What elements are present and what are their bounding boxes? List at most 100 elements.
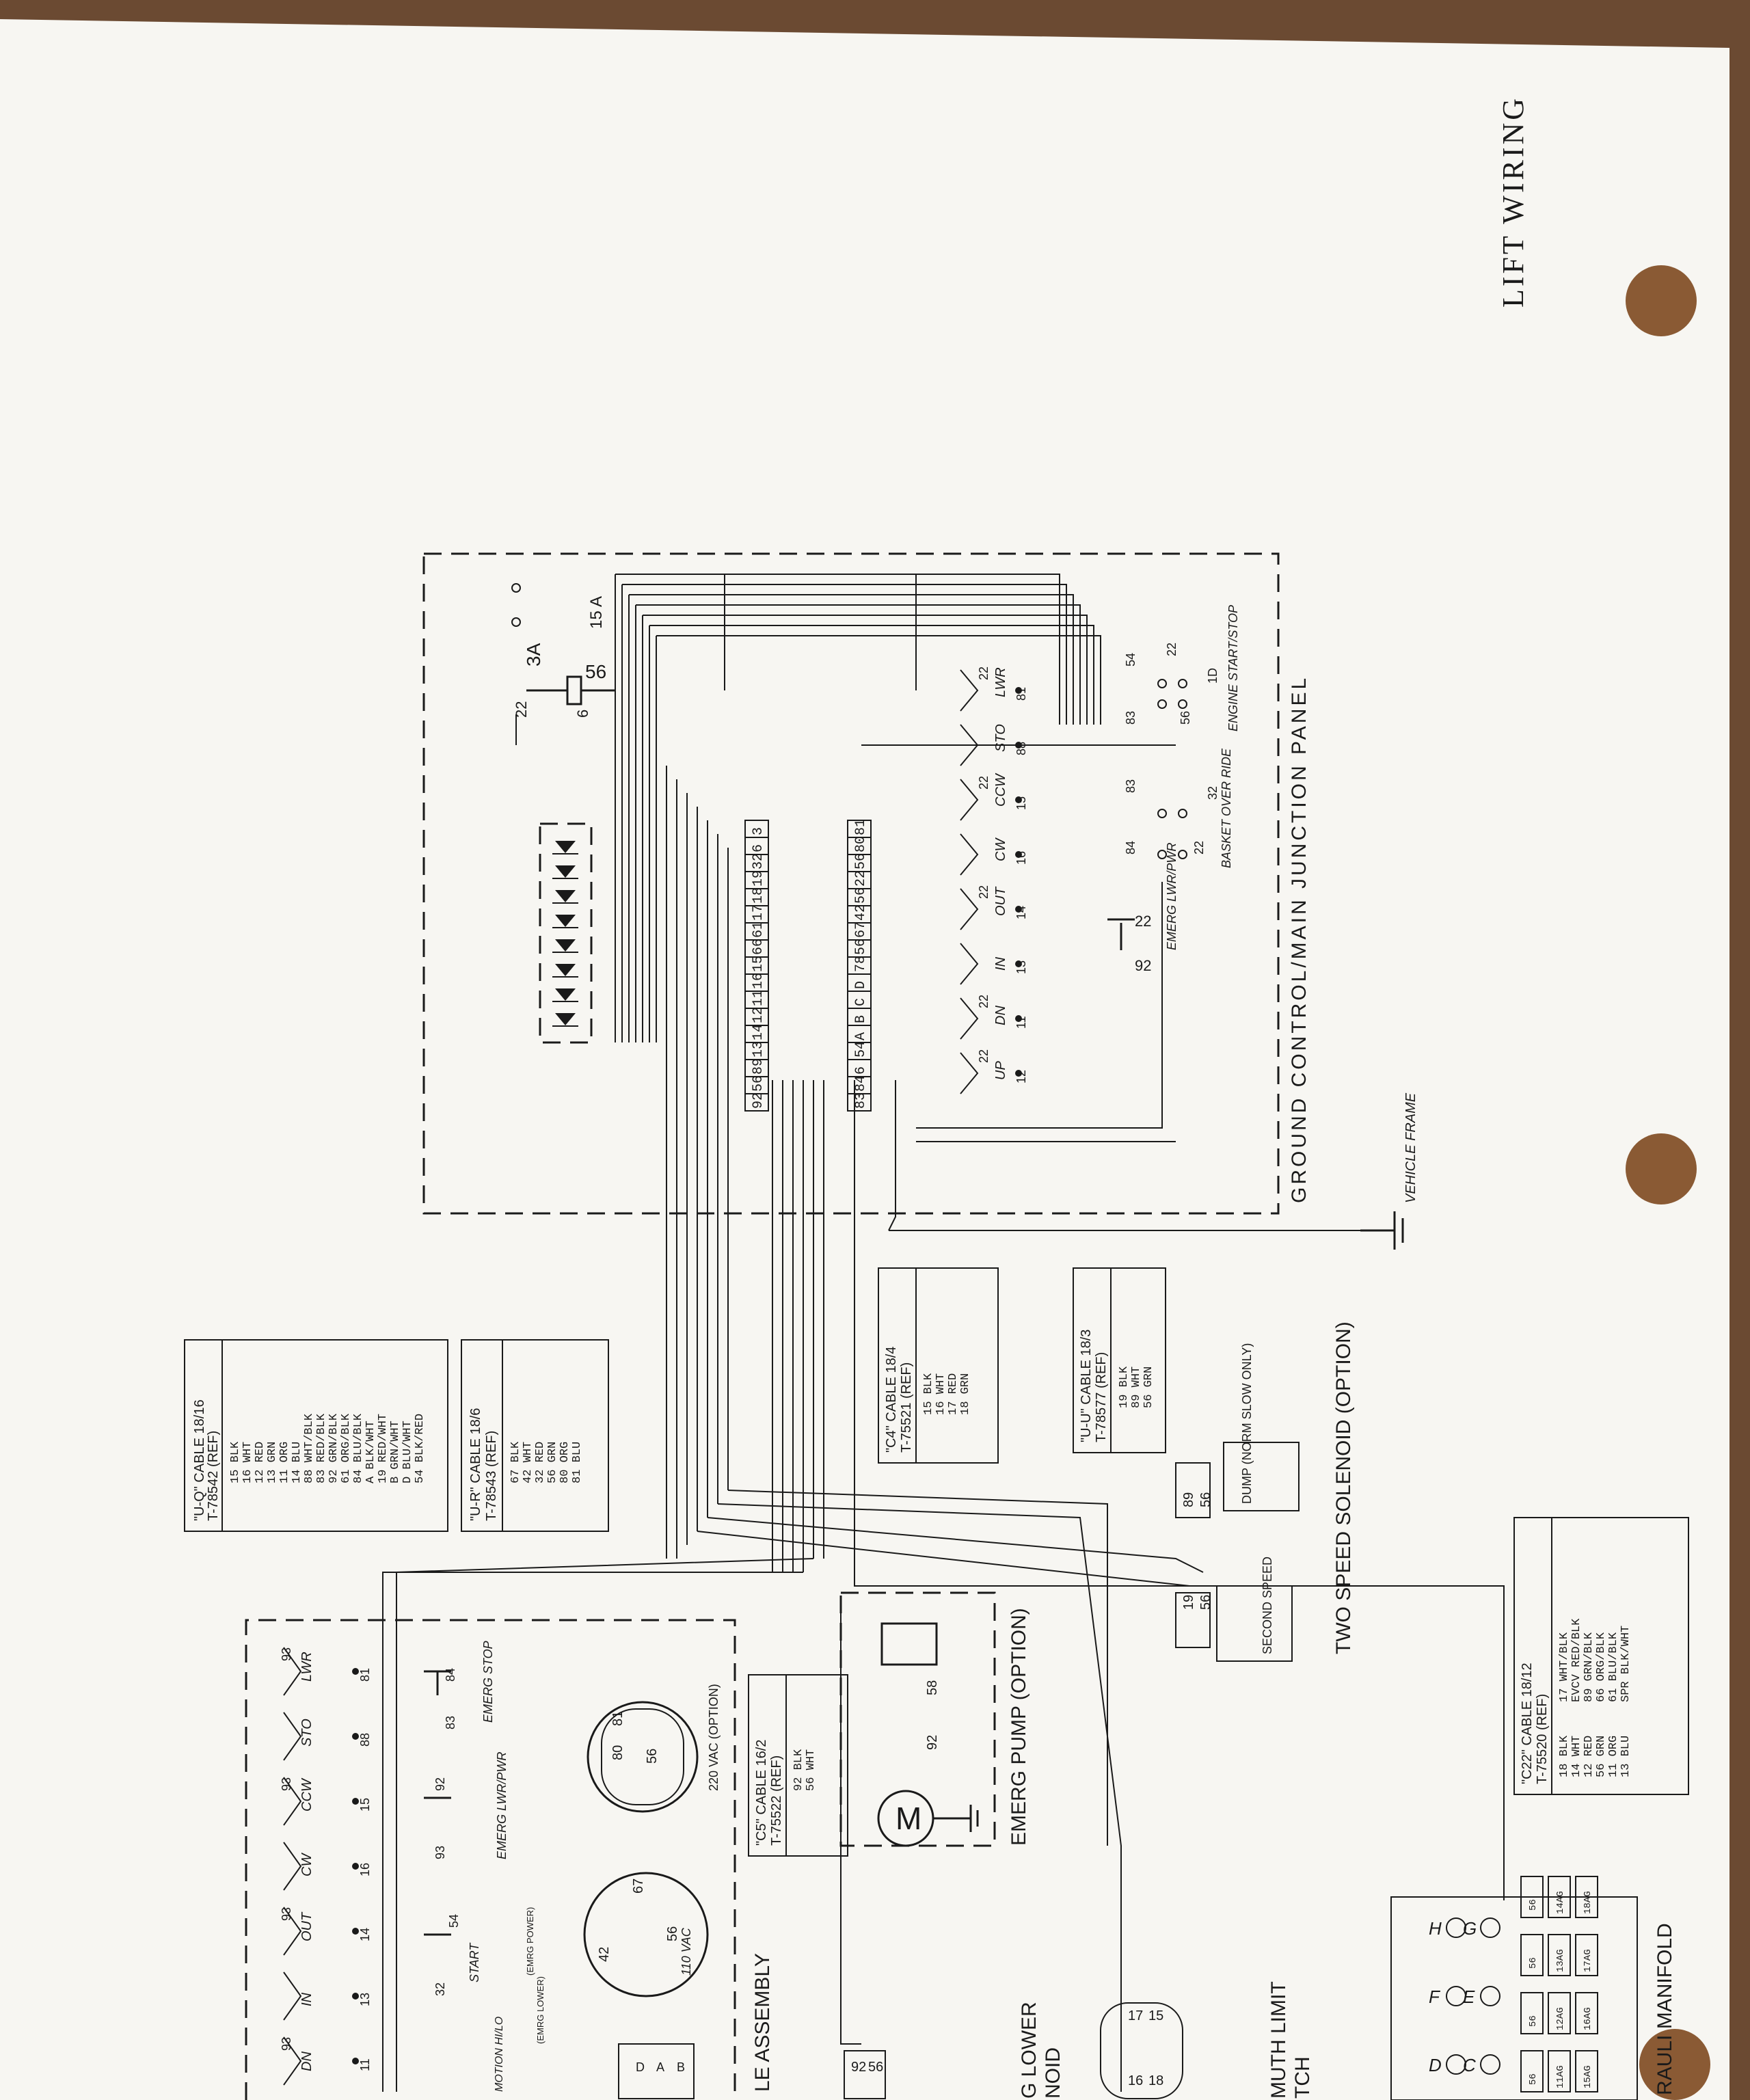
basket-switch-lwr: LWR 81 93 [280, 1647, 372, 1696]
terminal-top-label: 56 [751, 1075, 766, 1092]
manifold-block [1575, 1934, 1598, 1976]
svg-text:B: B [677, 2060, 685, 2074]
terminal-top-label: 12 [751, 1007, 766, 1023]
manifold-block-label: 11AG [1555, 2065, 1566, 2088]
svg-text:54: 54 [447, 1914, 461, 1928]
svg-text:89: 89 [1181, 1492, 1196, 1507]
cable-c22-right-row: SPR BLK/WHT [1619, 1626, 1632, 1702]
start-switch: START 32 54 [424, 1914, 481, 1996]
terminal-top-label: 61 [751, 921, 766, 938]
svg-text:110 VAC: 110 VAC [679, 1927, 693, 1976]
terminal-bottom-label: 83 [853, 1092, 869, 1109]
svg-text:92: 92 [925, 1735, 940, 1750]
diode [555, 915, 576, 927]
binder-hole-bottom [1639, 2029, 1710, 2100]
svg-text:93: 93 [280, 1647, 293, 1661]
cable-uq-row: 19 RED/WHT [377, 1414, 390, 1483]
terminal-top-label: 16 [751, 973, 766, 989]
svg-text:"U-Q" CABLE 18/16: "U-Q" CABLE 18/16 [192, 1399, 207, 1521]
svg-text:81: 81 [358, 1668, 372, 1682]
svg-text:EMERG LWR/PWR: EMERG LWR/PWR [495, 1752, 509, 1859]
svg-text:13: 13 [358, 1993, 372, 2006]
terminal-top-label: 89 [751, 1058, 766, 1075]
cable-uq-row: 92 GRN/BLK [327, 1413, 340, 1483]
svg-text:93: 93 [280, 1777, 293, 1791]
svg-text:ENGINE START/STOP: ENGINE START/STOP [1226, 605, 1240, 731]
plug-connector: D A B [618, 2043, 695, 2099]
svg-text:"U-U" CABLE 18/3: "U-U" CABLE 18/3 [1079, 1330, 1094, 1442]
cable-c22-right-row: 61 BLU/BLK [1607, 1632, 1620, 1702]
junction-panel: GROUND CONTROL/MAIN JUNCTION PANEL VEHIC… [422, 552, 1418, 1250]
cable-uq-row: 14 BLU [291, 1442, 304, 1483]
manifold-block [1520, 1934, 1544, 1976]
svg-text:15: 15 [358, 1798, 372, 1812]
svg-text:56: 56 [665, 1926, 680, 1941]
terminal-bottom-label: 81 [853, 819, 869, 835]
limit-switch-label-1: MUTH LIMIT [1267, 1981, 1290, 2099]
svg-text:IN: IN [299, 1992, 314, 2006]
emerg-pump: EMERG PUMP (OPTION) M 58 92 [839, 1591, 1030, 1847]
svg-text:83: 83 [444, 1716, 457, 1729]
cable-c22-left-row: 14 WHT [1570, 1736, 1583, 1777]
svg-text:DN: DN [299, 2051, 314, 2071]
svg-text:EMERG PUMP (OPTION): EMERG PUMP (OPTION) [1008, 1608, 1030, 1846]
cable-c22-left-row: 56 GRN [1595, 1736, 1608, 1777]
svg-text:16: 16 [1014, 851, 1028, 865]
terminal-top-label: 92 [751, 1092, 766, 1109]
engine-start-stop-switch: ENGINE START/STOP 83 54 22 56 1D [1124, 605, 1240, 731]
svg-text:OUT: OUT [993, 886, 1008, 916]
terminal-bottom-label: D [853, 981, 869, 989]
svg-text:CCW: CCW [993, 772, 1008, 807]
manifold-block-label: 56 [1528, 2073, 1539, 2085]
manifold-port [1446, 2054, 1466, 2075]
emerg-lwr-pwr-switch: 92 22 EMERG LWR/PWR [1107, 843, 1179, 974]
svg-text:T-75520 (REF): T-75520 (REF) [1535, 1694, 1550, 1784]
svg-text:START: START [468, 1942, 481, 1982]
svg-text:RAULI MANIFOLD: RAULI MANIFOLD [1654, 1923, 1676, 2095]
basket-switch-in: IN 13 [283, 1971, 372, 2021]
terminal-bottom-label: 22 [853, 870, 869, 887]
two-speed-solenoid: TWO SPEED SOLENOID (OPTION) SECOND SPEED… [1175, 1321, 1355, 1662]
terminal-top-label: 17 [751, 904, 766, 921]
svg-text:93: 93 [433, 1846, 447, 1859]
svg-text:14: 14 [1014, 906, 1028, 919]
svg-text:CCW: CCW [299, 1777, 314, 1812]
emerg-stop-switch: EMERG STOP 83 84 [424, 1641, 495, 1729]
manifold-block [1575, 2050, 1598, 2092]
svg-text:T-75522 (REF): T-75522 (REF) [769, 1755, 784, 1846]
cable-c22-left-row: 13 BLU [1619, 1736, 1632, 1777]
manifold-port [1480, 1917, 1500, 1938]
relay-3a: 56 3A 15 A 22 6 [511, 583, 615, 745]
svg-text:15: 15 [1148, 2008, 1163, 2023]
manifold-block-label: 16AG [1583, 2007, 1593, 2030]
svg-text:D: D [636, 2060, 645, 2074]
svg-text:LWR: LWR [299, 1652, 314, 1682]
svg-text:MOTION HI/LO: MOTION HI/LO [494, 2017, 505, 2092]
svg-text:A: A [656, 2060, 664, 2074]
diode [555, 1013, 576, 1025]
svg-text:83: 83 [1124, 779, 1138, 793]
emerg-lwr-pwr-basket-switch: EMERG LWR/PWR 93 92 [424, 1752, 509, 1859]
manifold-port [1480, 2054, 1500, 2075]
cable-uu-row: 56 GRN [1142, 1367, 1155, 1408]
cable-uq-row: 88 WHT/BLK [303, 1413, 316, 1483]
terminal-bottom-label: 6 [853, 1066, 869, 1075]
svg-text:TWO SPEED SOLENOID (OPTION): TWO SPEED SOLENOID (OPTION) [1332, 1321, 1355, 1654]
svg-text:M: M [896, 1801, 921, 1836]
cable-uu-row: 19 BLK [1118, 1366, 1131, 1408]
cable-ur-row: 81 BLU [571, 1442, 584, 1483]
diode [555, 988, 576, 1001]
svg-text:SECOND SPEED: SECOND SPEED [1261, 1557, 1274, 1654]
manifold-port-label: E [1463, 1987, 1475, 2007]
diode [555, 964, 576, 976]
manifold-block-label: 12AG [1555, 2007, 1566, 2030]
cable-uq-row: 83 RED/BLK [315, 1413, 328, 1483]
cable-c22-left-row: 12 RED [1583, 1736, 1596, 1777]
svg-text:22: 22 [977, 995, 991, 1008]
basket-switch-ccw: CCW 15 93 [280, 1777, 372, 1826]
